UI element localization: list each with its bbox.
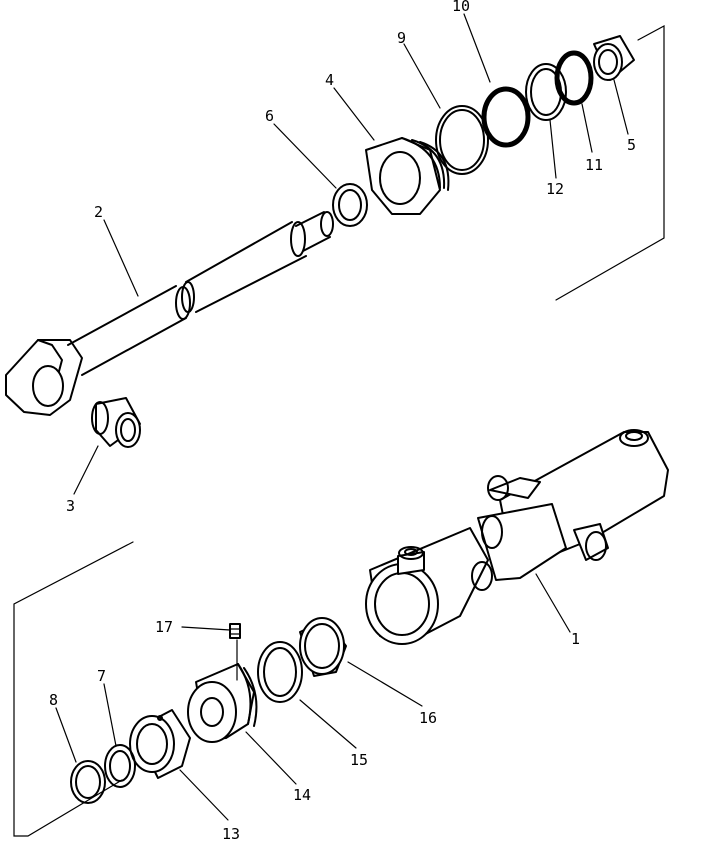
callout-15: 15: [350, 751, 368, 769]
lower-bracket-line: [13, 541, 134, 837]
upper-bracket-line: [555, 24, 665, 301]
snap-ring-11: [554, 50, 594, 106]
callout-1: 1: [571, 630, 580, 648]
o-ring-9: [435, 105, 489, 175]
wear-ring-16: [299, 617, 347, 677]
callout-4: 4: [325, 71, 334, 89]
callout-2: 2: [94, 203, 103, 221]
callout-11: 11: [585, 156, 603, 174]
set-screw-17: [229, 623, 241, 639]
backup-ring-10: [481, 86, 531, 148]
callout-8: 8: [49, 691, 58, 709]
callout-6: 6: [265, 107, 274, 125]
piston-rod: [5, 211, 334, 416]
callout-10: 10: [452, 0, 470, 15]
callout-14: 14: [293, 786, 311, 804]
piston: [187, 663, 258, 743]
callout-17: 17: [155, 618, 173, 636]
callout-9: 9: [397, 29, 406, 47]
piston-nut: [129, 709, 191, 779]
seal-ring-6: [332, 183, 368, 227]
cylinder-tube: [365, 429, 669, 645]
bushing-rod-end: [91, 397, 141, 448]
bushing-5: [593, 35, 635, 81]
callout-7: 7: [97, 667, 106, 685]
seal-ring-8: [70, 760, 106, 804]
callout-labels: 1 2 3 4 5 6 7 8 9 10 11 12 13 14 15 16 1…: [49, 0, 636, 843]
leader-lines: [55, 13, 629, 821]
callout-16: 16: [419, 709, 437, 727]
callout-13: 13: [222, 825, 240, 843]
callout-5: 5: [627, 136, 636, 154]
callout-3: 3: [66, 497, 75, 515]
gland-nut: [365, 137, 450, 215]
callout-12: 12: [546, 180, 564, 198]
seal-15: [257, 641, 303, 703]
seal-ring-7: [104, 744, 136, 788]
